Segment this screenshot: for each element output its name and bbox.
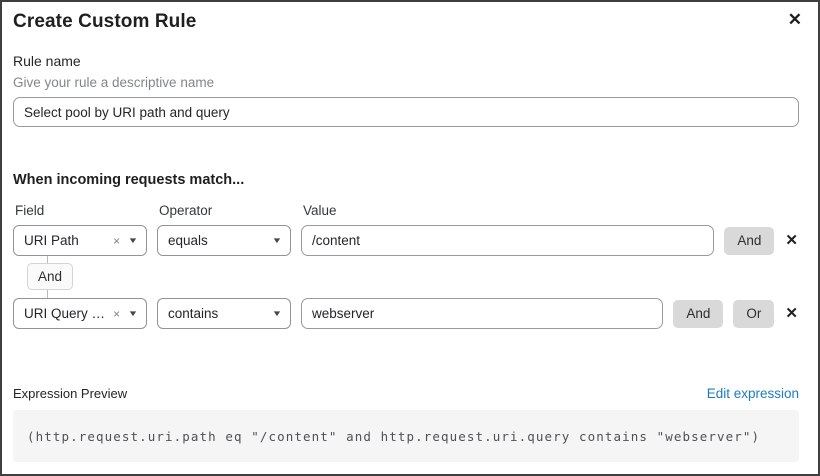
operator-select-value: contains [168,306,219,321]
chevron-down-icon: ▼ [271,236,283,245]
field-select-value: URI Query St... [24,306,114,321]
chevron-down-icon: ▼ [127,309,139,318]
edit-expression-link[interactable]: Edit expression [706,386,799,401]
and-connector-chip: And [27,263,74,290]
connector-line [47,256,48,263]
expression-code-block: (http.request.uri.path eq "/content" and… [13,410,799,462]
value-input[interactable] [301,225,715,256]
condition-row-2: URI Query St... × ▼ contains ▼ And Or ✕ [13,298,799,329]
clear-selection-icon[interactable]: × [113,306,121,321]
field-select[interactable]: URI Query St... × ▼ [13,298,147,329]
expression-code: (http.request.uri.path eq "/content" and… [27,428,761,444]
match-section-heading: When incoming requests match... [13,172,245,188]
dialog-title: Create Custom Rule [13,11,197,32]
chevron-down-icon: ▼ [271,309,283,318]
field-select[interactable]: URI Path × ▼ [13,225,147,256]
clear-selection-icon[interactable]: × [113,233,121,248]
remove-condition-icon[interactable]: ✕ [785,304,798,322]
add-and-condition-button[interactable]: And [724,226,775,255]
expression-preview-header: Expression Preview Edit expression [13,386,799,401]
operator-select[interactable]: contains ▼ [157,298,291,329]
operator-select-value: equals [168,233,208,248]
close-icon[interactable]: ✕ [787,10,802,29]
condition-column-labels: Field Operator Value [13,203,799,218]
connector-line [47,290,48,298]
value-input[interactable] [301,298,664,329]
expression-preview-label: Expression Preview [13,386,128,401]
operator-column-label: Operator [159,203,213,218]
add-and-condition-button[interactable]: And [673,299,724,328]
rule-name-label: Rule name [13,53,81,69]
remove-condition-icon[interactable]: ✕ [785,231,798,249]
operator-select[interactable]: equals ▼ [157,225,291,256]
condition-connector: And [13,256,799,298]
condition-row-1: URI Path × ▼ equals ▼ And ✕ [13,225,799,256]
field-column-label: Field [15,203,45,218]
add-or-condition-button[interactable]: Or [733,299,775,328]
rule-name-input[interactable] [13,97,799,127]
value-column-label: Value [303,203,337,218]
chevron-down-icon: ▼ [127,236,139,245]
rule-name-helper: Give your rule a descriptive name [13,75,215,90]
field-select-value: URI Path [24,233,79,248]
